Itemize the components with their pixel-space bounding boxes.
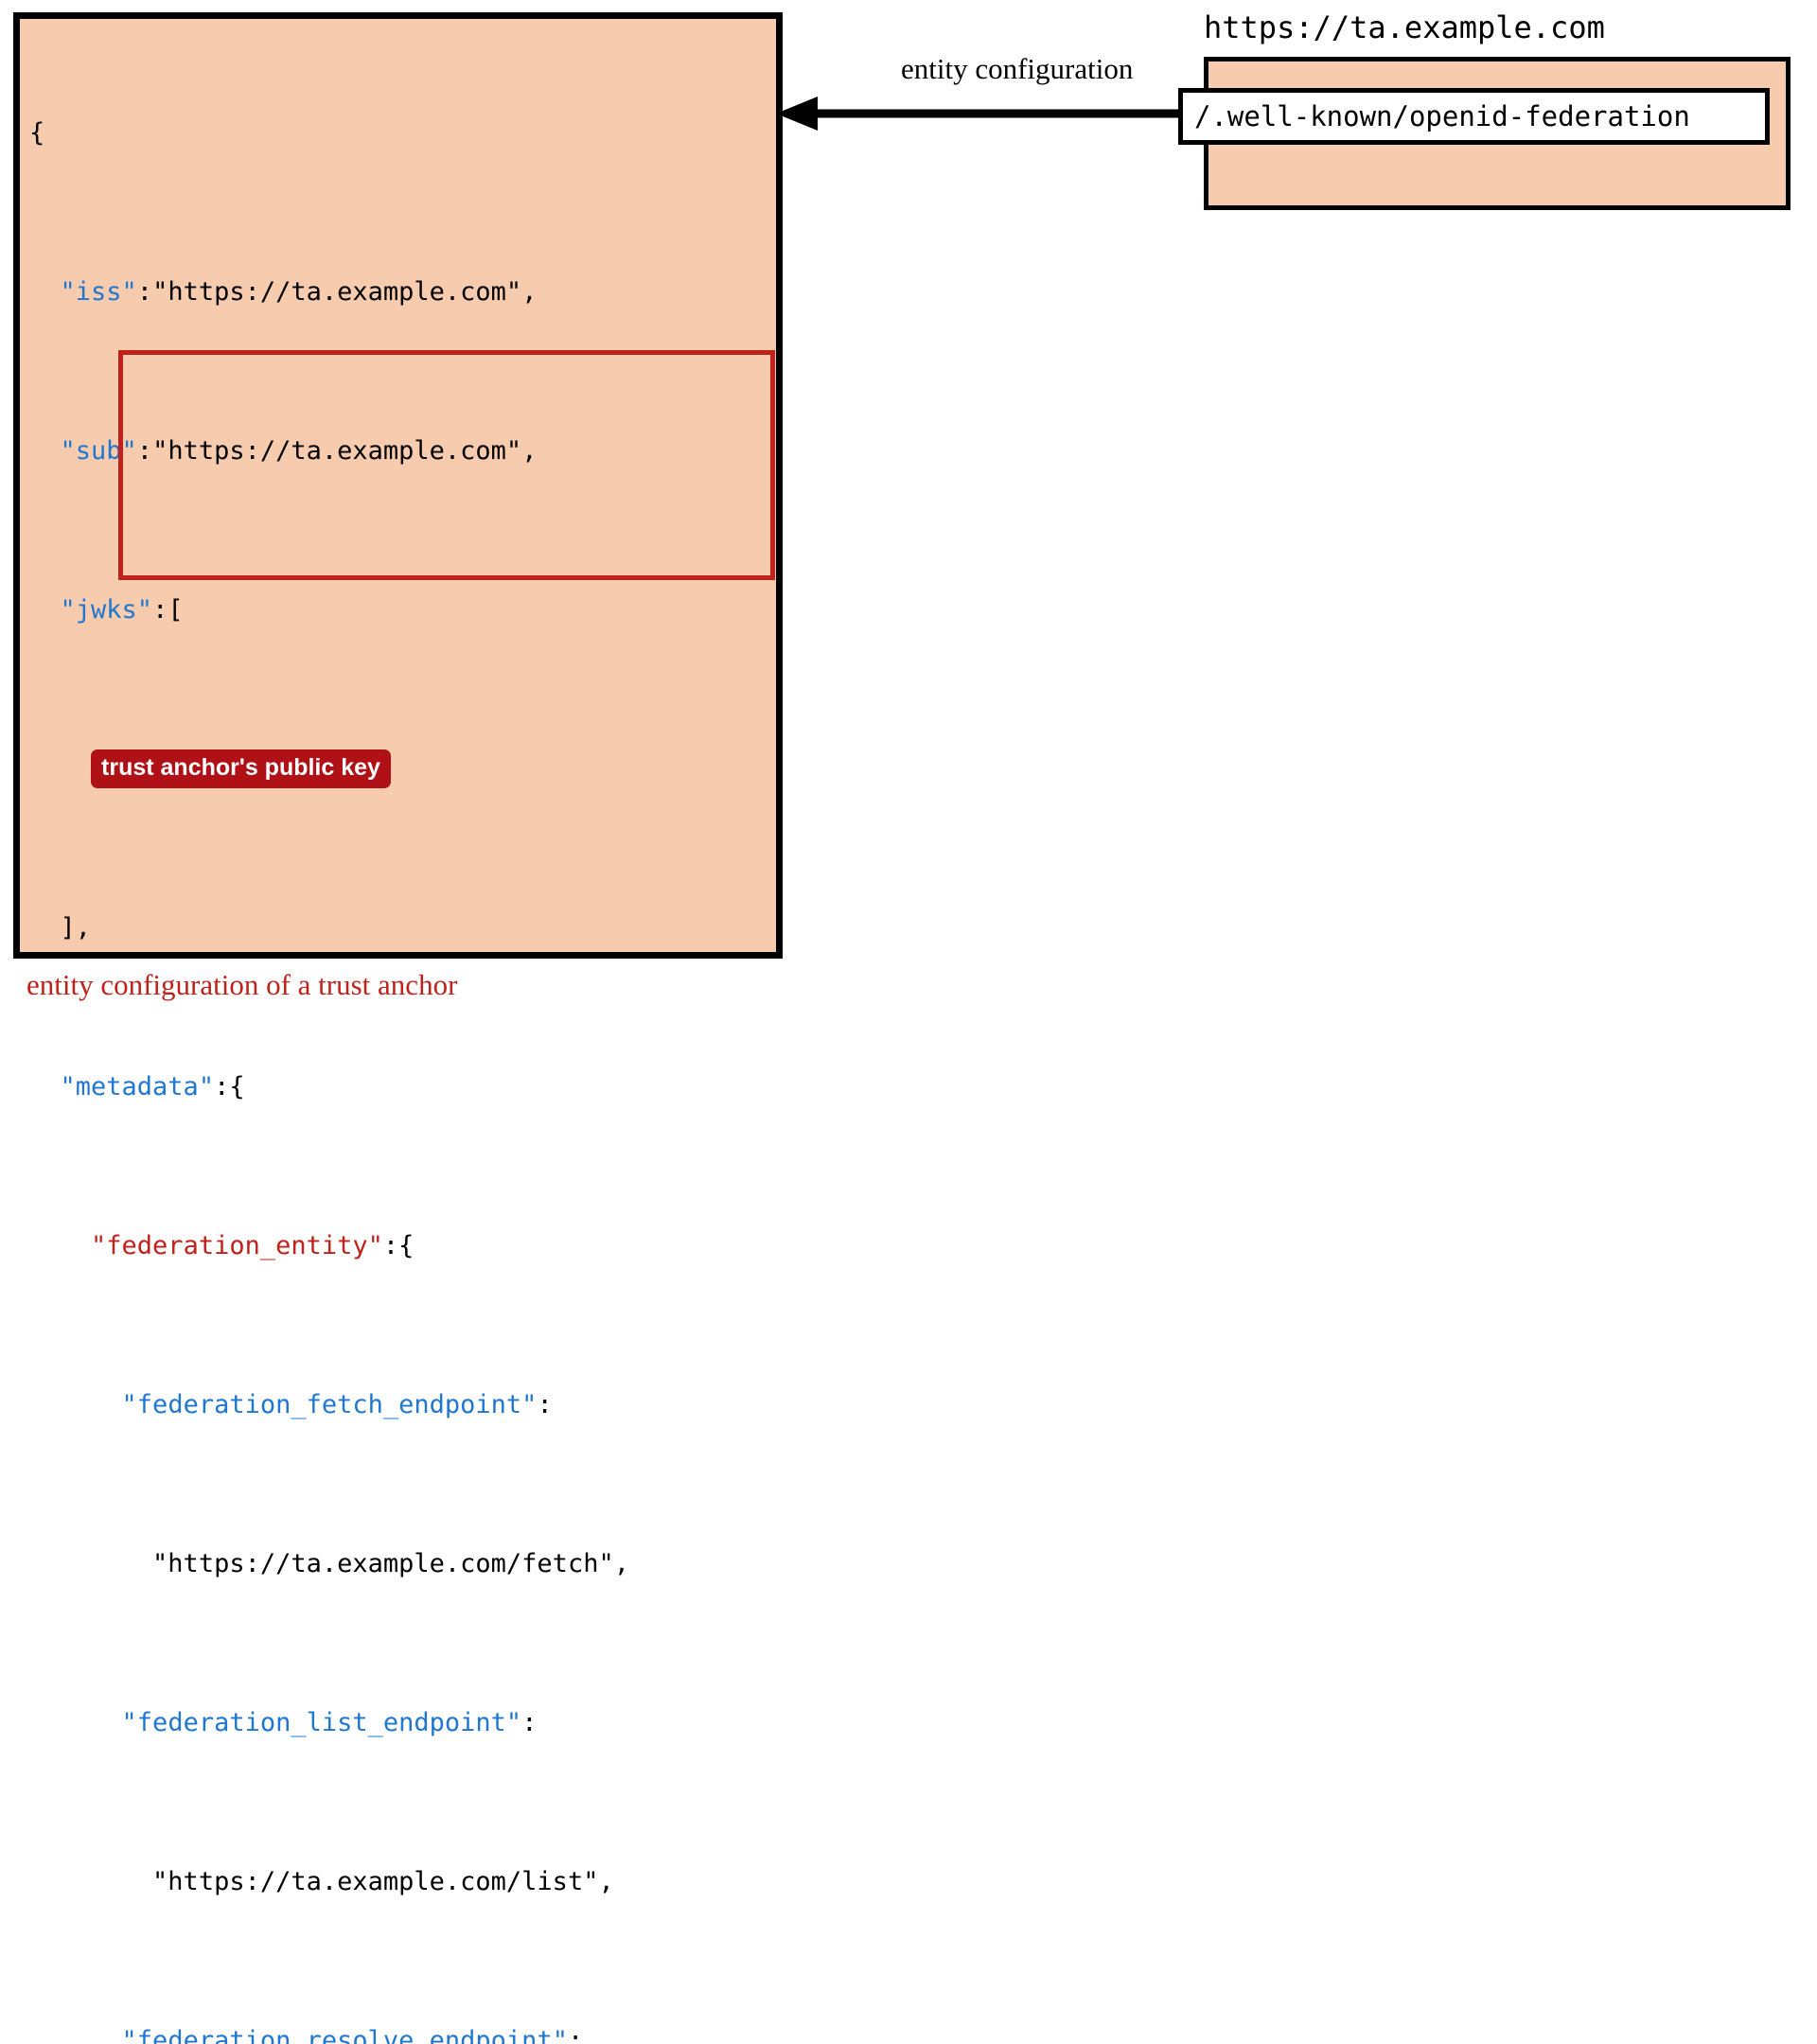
json-line-open-brace: {	[29, 114, 660, 153]
json-sep-list: :	[521, 1708, 538, 1737]
json-key-federation-resolve-endpoint: "federation_resolve_endpoint"	[121, 2026, 568, 2044]
json-value-sub: "https://ta.example.com",	[152, 436, 538, 466]
json-open-metadata: :{	[214, 1072, 245, 1101]
json-line-jwks: "jwks":[	[29, 590, 660, 630]
json-close-jwks: ],	[60, 913, 92, 943]
wellknown-endpoint-box: /.well-known/openid-federation	[1178, 88, 1770, 145]
json-line-iss: "iss":"https://ta.example.com",	[29, 273, 660, 312]
json-line-fetch-key: "federation_fetch_endpoint":	[29, 1385, 660, 1425]
json-line-federation-entity: "federation_entity":{	[29, 1226, 660, 1266]
trust-anchor-url-label: https://ta.example.com	[1204, 9, 1605, 45]
json-key-metadata: "metadata"	[60, 1072, 215, 1101]
json-open-brace: {	[29, 118, 45, 148]
json-sep-iss: :	[136, 277, 153, 307]
json-key-federation-fetch-endpoint: "federation_fetch_endpoint"	[121, 1390, 538, 1419]
json-value-federation-fetch-endpoint: "https://ta.example.com/fetch",	[152, 1549, 629, 1578]
json-key-federation-entity: "federation_entity"	[91, 1231, 383, 1260]
entity-configuration-arrow	[776, 97, 1183, 131]
json-line-list-key: "federation_list_endpoint":	[29, 1703, 660, 1743]
wellknown-endpoint-path: /.well-known/openid-federation	[1194, 100, 1690, 132]
json-line-public-key: trust anchor's public key	[29, 749, 660, 789]
json-key-sub: "sub"	[60, 436, 137, 466]
json-line-fetch-value: "https://ta.example.com/fetch",	[29, 1544, 660, 1584]
json-sep-fetch: :	[537, 1390, 553, 1419]
json-key-jwks: "jwks"	[60, 595, 153, 625]
arrow-label-entity-configuration: entity configuration	[901, 52, 1134, 85]
entity-configuration-json: { "iss":"https://ta.example.com", "sub":…	[20, 19, 660, 2044]
json-value-iss: "https://ta.example.com",	[152, 277, 538, 307]
json-sep-resolve: :	[567, 2026, 584, 2044]
json-key-iss: "iss"	[60, 277, 137, 307]
json-line-list-value: "https://ta.example.com/list",	[29, 1862, 660, 1902]
entity-configuration-caption: entity configuration of a trust anchor	[26, 968, 458, 1001]
json-open-federation-entity: :{	[382, 1231, 415, 1260]
json-open-jwks: :[	[152, 595, 184, 625]
entity-configuration-panel: { "iss":"https://ta.example.com", "sub":…	[13, 12, 783, 2044]
json-line-metadata: "metadata":{	[29, 1067, 660, 1107]
trust-anchor-public-key-chip: trust anchor's public key	[91, 749, 391, 788]
json-line-sub: "sub":"https://ta.example.com",	[29, 432, 660, 471]
json-line-jwks-close: ],	[29, 908, 660, 948]
json-line-resolve-key: "federation_resolve_endpoint":	[29, 2021, 660, 2044]
json-key-federation-list-endpoint: "federation_list_endpoint"	[121, 1708, 522, 1737]
json-value-federation-list-endpoint: "https://ta.example.com/list",	[152, 1867, 614, 1896]
json-sep-sub: :	[136, 436, 153, 466]
